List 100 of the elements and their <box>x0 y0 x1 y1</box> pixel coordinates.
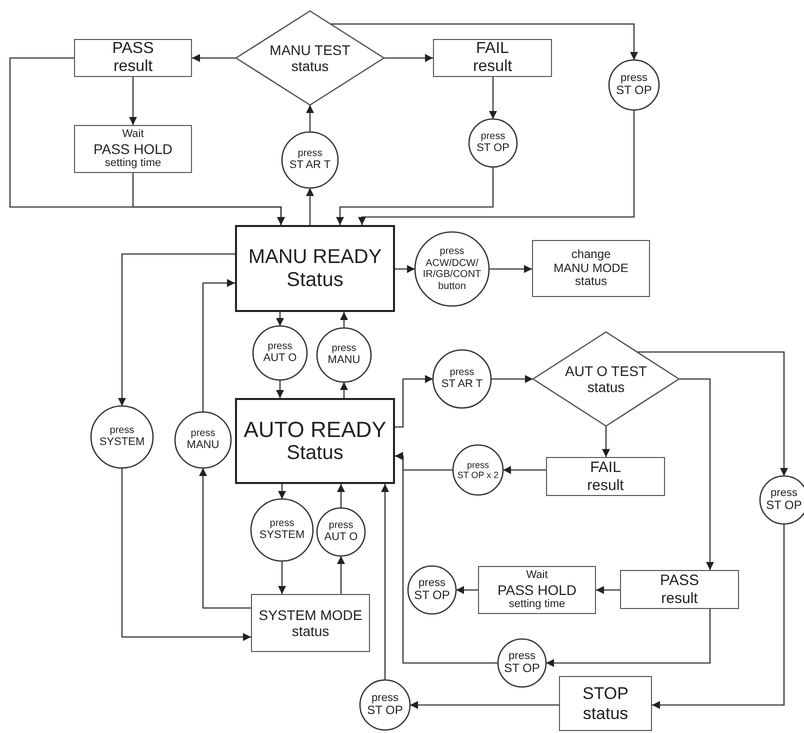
action-circle <box>282 132 338 188</box>
node-label: SYSTEM <box>259 529 305 542</box>
node-label: result <box>661 590 698 607</box>
node-label: press <box>332 342 356 354</box>
arrow <box>337 484 345 508</box>
node-label: press <box>770 486 798 500</box>
node-label: Status <box>286 268 344 292</box>
node-label: MANU <box>328 354 360 368</box>
node-label: press <box>450 366 474 378</box>
node-label: PASS HOLD <box>497 582 577 598</box>
arrow <box>306 188 314 225</box>
node-label: ST AR T <box>441 378 483 392</box>
node-label: ST OP <box>504 662 540 676</box>
node-label: SYSTEM MODE <box>258 606 362 623</box>
node-label: setting time <box>508 598 566 611</box>
node-label: FAIL <box>590 459 621 476</box>
action-circle <box>253 326 307 380</box>
process-box <box>235 398 395 484</box>
action-circle <box>469 119 517 167</box>
node-label: MANU MODE <box>554 262 628 276</box>
action-circle <box>498 639 546 687</box>
arrow <box>602 426 610 457</box>
arrow <box>278 561 286 594</box>
process-box <box>74 125 192 173</box>
node-label: ST OP x 2 <box>457 470 499 480</box>
arrow <box>337 556 345 594</box>
action-circle <box>360 680 410 730</box>
node-label: setting time <box>104 157 162 170</box>
action-circle <box>408 566 456 614</box>
node-label: SYSTEM <box>99 436 145 450</box>
node-label: result <box>113 58 153 76</box>
action-circle <box>91 406 153 468</box>
node-label: press <box>480 130 506 142</box>
process-box <box>251 594 370 652</box>
action-circle <box>609 60 659 110</box>
node-label: PASS <box>112 40 154 58</box>
arrow <box>489 77 497 119</box>
arrow <box>410 701 559 709</box>
node-label: AUTO READY <box>244 416 386 442</box>
arrow <box>121 468 251 641</box>
arrow <box>491 375 533 383</box>
node-label: MANU TEST <box>270 42 350 58</box>
arrow <box>202 279 235 412</box>
action-circle <box>317 508 365 556</box>
arrow <box>129 77 137 125</box>
node-label: ST OP <box>616 84 652 98</box>
arrow <box>278 484 286 499</box>
node-label: button <box>437 280 467 292</box>
node-label: status <box>582 704 628 724</box>
arrow <box>384 54 433 62</box>
action-circle <box>433 350 491 408</box>
node-label: status <box>292 623 330 640</box>
arrow <box>306 105 314 132</box>
node-label: status <box>574 275 607 290</box>
action-circle <box>453 445 503 495</box>
process-box <box>559 676 652 731</box>
node-label: ST OP <box>476 142 510 156</box>
node-label: press <box>298 148 322 160</box>
arrow <box>381 484 389 680</box>
node-label: PASS <box>660 572 699 590</box>
node-label: ST OP <box>414 589 450 604</box>
node-label: ST OP <box>766 499 802 514</box>
node-label: STOP <box>582 684 628 704</box>
node-label: press <box>270 518 294 530</box>
process-box <box>235 225 395 312</box>
node-label: press <box>466 460 489 470</box>
arrow <box>276 312 284 326</box>
action-circle <box>415 232 489 306</box>
node-label: Status <box>286 442 344 466</box>
node-label: press <box>268 340 292 352</box>
node-label: change <box>571 248 611 262</box>
action-circle <box>317 328 371 382</box>
node-label: AUT O <box>263 352 297 366</box>
arrow <box>395 452 498 664</box>
arrow <box>358 110 635 225</box>
node-label: Wait <box>526 569 548 582</box>
process-box <box>433 39 552 77</box>
arrow <box>546 609 711 667</box>
process-box <box>546 457 665 496</box>
node-label: press <box>110 424 134 436</box>
node-label: PASS HOLD <box>93 140 173 158</box>
node-label: MANU READY <box>248 246 382 268</box>
arrow <box>489 265 532 273</box>
node-label: press <box>508 650 536 662</box>
node-label: FAIL <box>476 40 509 58</box>
action-circle <box>251 499 313 561</box>
node-label: AUT O <box>324 531 358 544</box>
node-label: result <box>587 476 624 494</box>
node-label: press <box>620 72 648 84</box>
arrow <box>132 173 285 225</box>
process-box <box>74 39 192 77</box>
process-box <box>532 240 650 297</box>
process-box <box>478 566 596 614</box>
node-label: press <box>418 576 446 590</box>
action-circle <box>175 412 231 468</box>
arrow <box>336 167 494 225</box>
node-label: press <box>438 246 466 258</box>
arrow <box>192 54 236 62</box>
node-label: Wait <box>122 128 144 141</box>
arrow <box>652 524 785 709</box>
